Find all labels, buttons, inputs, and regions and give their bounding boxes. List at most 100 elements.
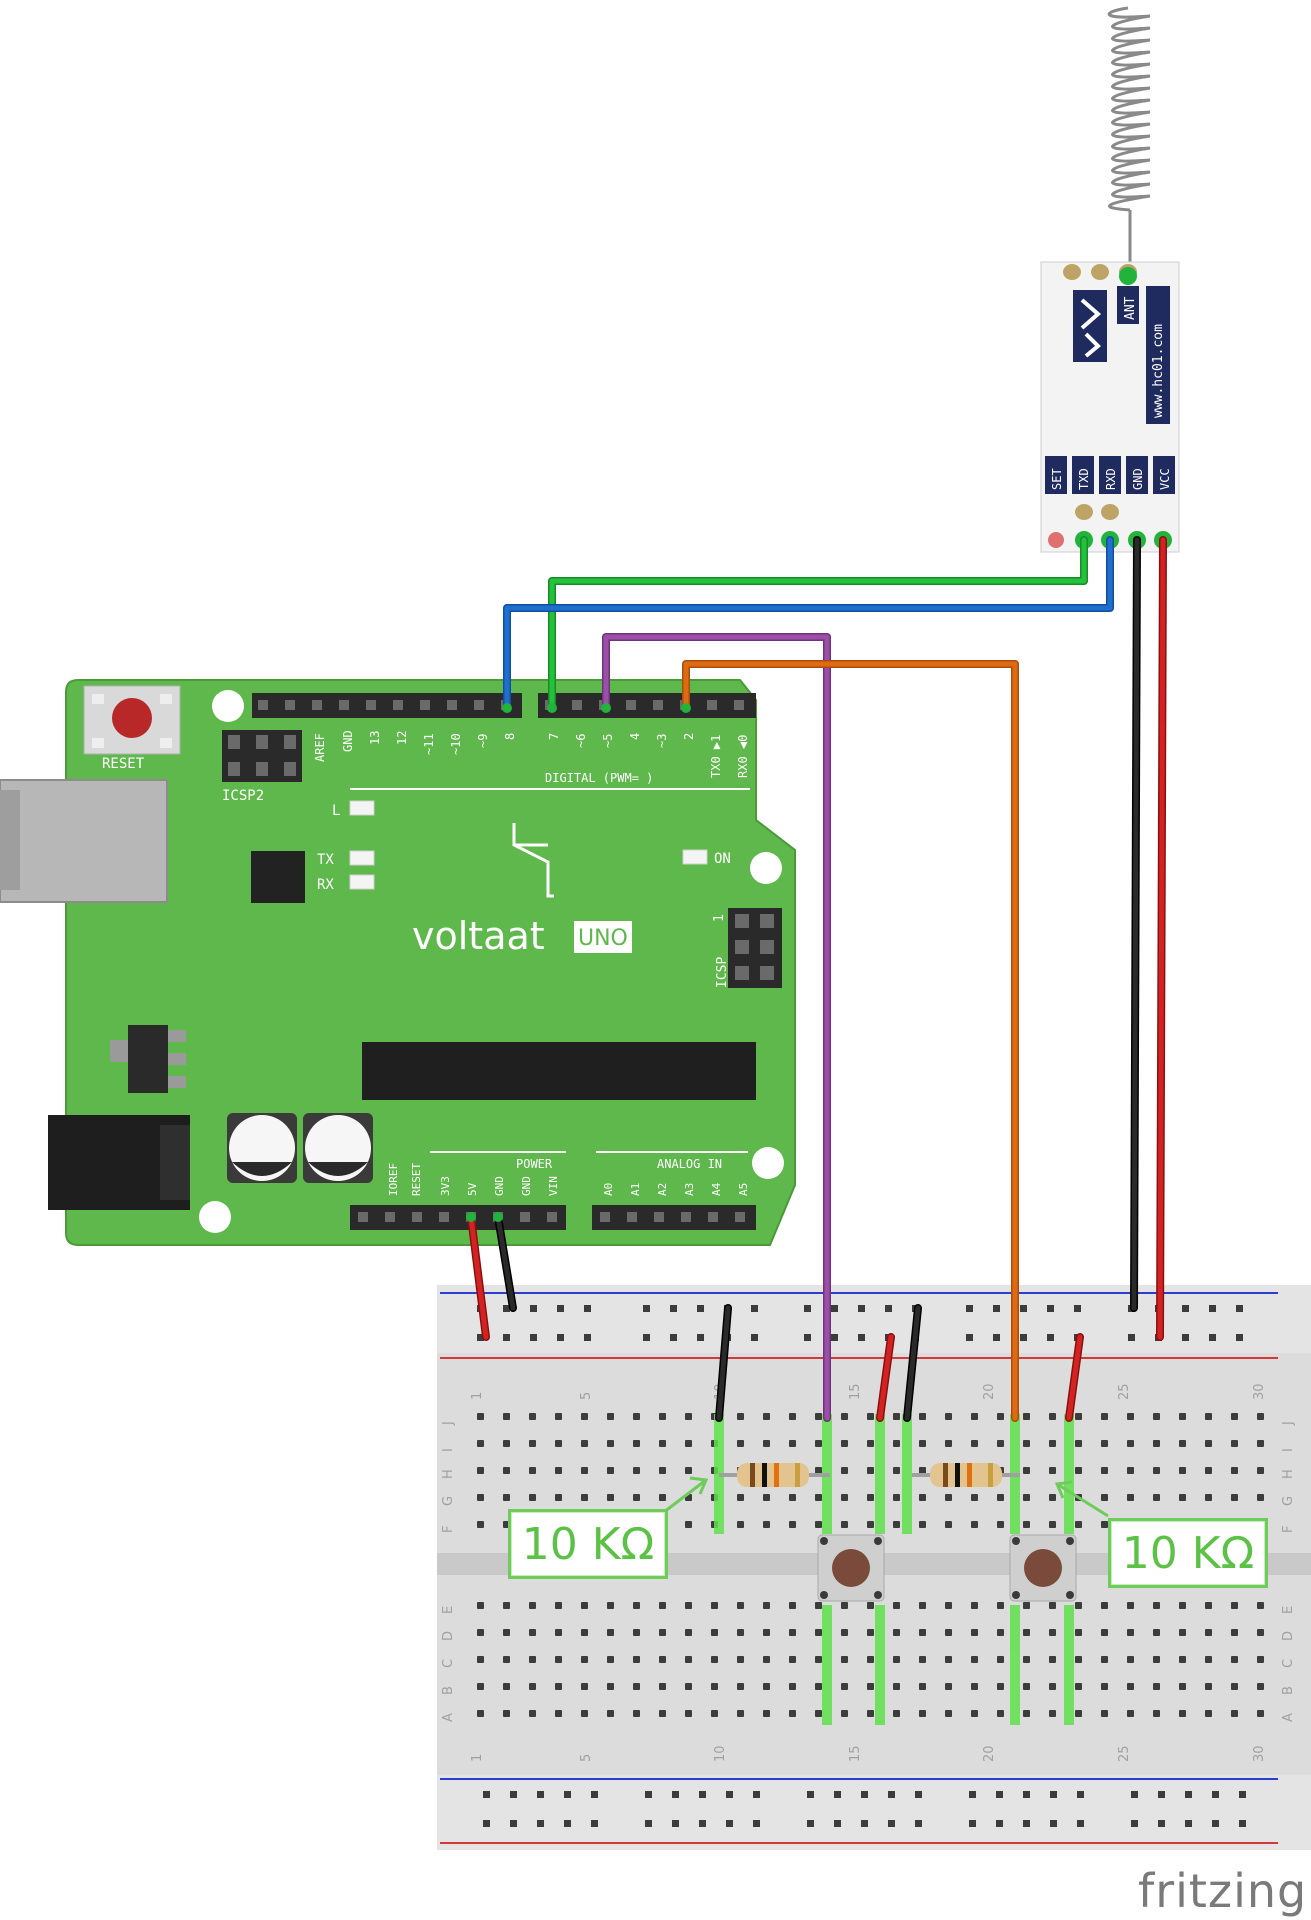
led-rx (349, 874, 375, 890)
hc-logo-icon (1073, 290, 1107, 362)
bb-col-20: 20 (982, 1383, 997, 1400)
callout-arrow-1 (663, 1476, 709, 1514)
led-tx-label: TX (317, 852, 334, 868)
pin-vcc-label: VCC (1158, 468, 1172, 490)
usb-chip (251, 851, 305, 903)
pin-ioref: IOREF (387, 1163, 400, 1196)
pin-gnd-label: GND (1131, 468, 1145, 490)
pin-txd-label: TXD (1077, 468, 1091, 490)
analog-label: ANALOG IN (657, 1157, 722, 1171)
bb-col-20-bottom: 20 (982, 1745, 997, 1762)
hc12-url: www.hc01.com (1151, 324, 1166, 418)
bb-row-c: C (441, 1659, 456, 1668)
pin-gnd-2: GND (520, 1176, 533, 1196)
bb-col-1-bottom: 1 (470, 1754, 485, 1762)
voltaat-logo-icon (512, 823, 554, 898)
led-on-label: ON (714, 851, 731, 867)
bb-row-c-right: C (1281, 1659, 1296, 1668)
pin-a2: A2 (656, 1183, 669, 1196)
pin-a4: A4 (710, 1182, 723, 1196)
bb-row-b-right: B (1281, 1686, 1296, 1695)
ant-label: ANT (1123, 296, 1138, 320)
pin-set-label: SET (1050, 468, 1064, 490)
power-header (350, 1205, 566, 1230)
pin-vin: VIN (547, 1176, 560, 1196)
pin-reset: RESET (410, 1163, 423, 1196)
pin-6: ~6 (574, 734, 588, 748)
pin-rxd-label: RXD (1104, 468, 1118, 490)
bb-row-j: J (441, 1421, 456, 1426)
digital-header-right (538, 693, 756, 718)
pin-a0: A0 (602, 1183, 615, 1196)
resistor-2-label: 10 KΩ (1108, 1518, 1268, 1588)
resistor-1-label: 10 KΩ (508, 1509, 668, 1579)
reset-label: RESET (102, 756, 145, 772)
bb-col-30-bottom: 30 (1252, 1745, 1267, 1762)
bb-row-d-right: D (1281, 1631, 1296, 1641)
bb-row-f-right: F (1281, 1526, 1296, 1533)
bb-row-g-right: G (1281, 1496, 1296, 1506)
bb-row-i: I (441, 1448, 456, 1452)
bb-col-30: 30 (1252, 1383, 1267, 1400)
bb-row-a-right: A (1281, 1713, 1296, 1722)
pin-12: 12 (395, 731, 409, 745)
atmega-chip (362, 1042, 756, 1100)
push-button-1[interactable] (817, 1534, 885, 1602)
push-button-2[interactable] (1009, 1534, 1077, 1602)
usb-connector (0, 779, 168, 903)
pin-2: 2 (682, 733, 696, 740)
icsp2-label: ICSP2 (222, 788, 264, 804)
pin-13: 13 (368, 731, 382, 745)
pin-3: ~3 (655, 734, 669, 748)
reset-button[interactable] (112, 698, 152, 738)
pin-3v3: 3V3 (439, 1176, 452, 1196)
brand-name: voltaat (412, 914, 545, 958)
capacitor-2 (303, 1113, 373, 1183)
bb-row-e: E (441, 1606, 456, 1614)
pin-gnd-1: GND (493, 1176, 506, 1196)
power-label: POWER (516, 1157, 553, 1171)
bb-col-10-bottom: 10 (713, 1745, 728, 1762)
bb-row-d: D (441, 1631, 456, 1641)
pin-5v: 5V (466, 1182, 479, 1196)
bb-row-e-right: E (1281, 1606, 1296, 1614)
antenna-icon (1107, 6, 1151, 272)
model-name: UNO (578, 926, 628, 951)
pin-9: ~9 (476, 734, 490, 748)
pin-tx1: TX0 ▶1 (709, 735, 723, 778)
bb-col-15-bottom: 15 (848, 1745, 863, 1762)
led-l (349, 800, 375, 816)
pin-11: ~11 (422, 733, 436, 755)
digital-label: DIGITAL (PWM= ) (545, 771, 653, 785)
bb-col-5-bottom: 5 (579, 1754, 594, 1762)
bb-col-15: 15 (848, 1383, 863, 1400)
bb-row-h-right: H (1281, 1469, 1296, 1479)
pin-5: ~5 (601, 734, 615, 748)
bb-row-h: H (441, 1469, 456, 1479)
led-on (682, 849, 708, 865)
pin-aref: AREF (313, 733, 327, 762)
icsp-label: ICSP (715, 957, 730, 988)
bb-row-g: G (441, 1496, 456, 1506)
bb-row-i-right: I (1281, 1448, 1296, 1452)
callout-arrow-2 (1054, 1480, 1109, 1518)
pin-a1: A1 (629, 1183, 642, 1196)
led-rx-label: RX (317, 877, 334, 893)
pin-8: 8 (503, 733, 517, 740)
pin-10: ~10 (449, 733, 463, 755)
pin-rx0: RX0 ◀0 (736, 735, 750, 778)
bb-col-25-bottom: 25 (1117, 1745, 1132, 1762)
resistor-1 (719, 1463, 830, 1487)
icsp-pin1-label: 1 (712, 914, 727, 922)
pin-a5: A5 (737, 1183, 750, 1196)
bb-row-b: B (441, 1686, 456, 1695)
fritzing-watermark: fritzing (1138, 1864, 1308, 1918)
resistor-2 (912, 1463, 1020, 1487)
bb-row-f: F (441, 1526, 456, 1533)
led-tx (349, 850, 375, 866)
bb-col-5: 5 (579, 1392, 594, 1400)
bb-col-25: 25 (1117, 1383, 1132, 1400)
capacitor-1 (227, 1113, 297, 1183)
led-l-label: L (332, 803, 340, 819)
